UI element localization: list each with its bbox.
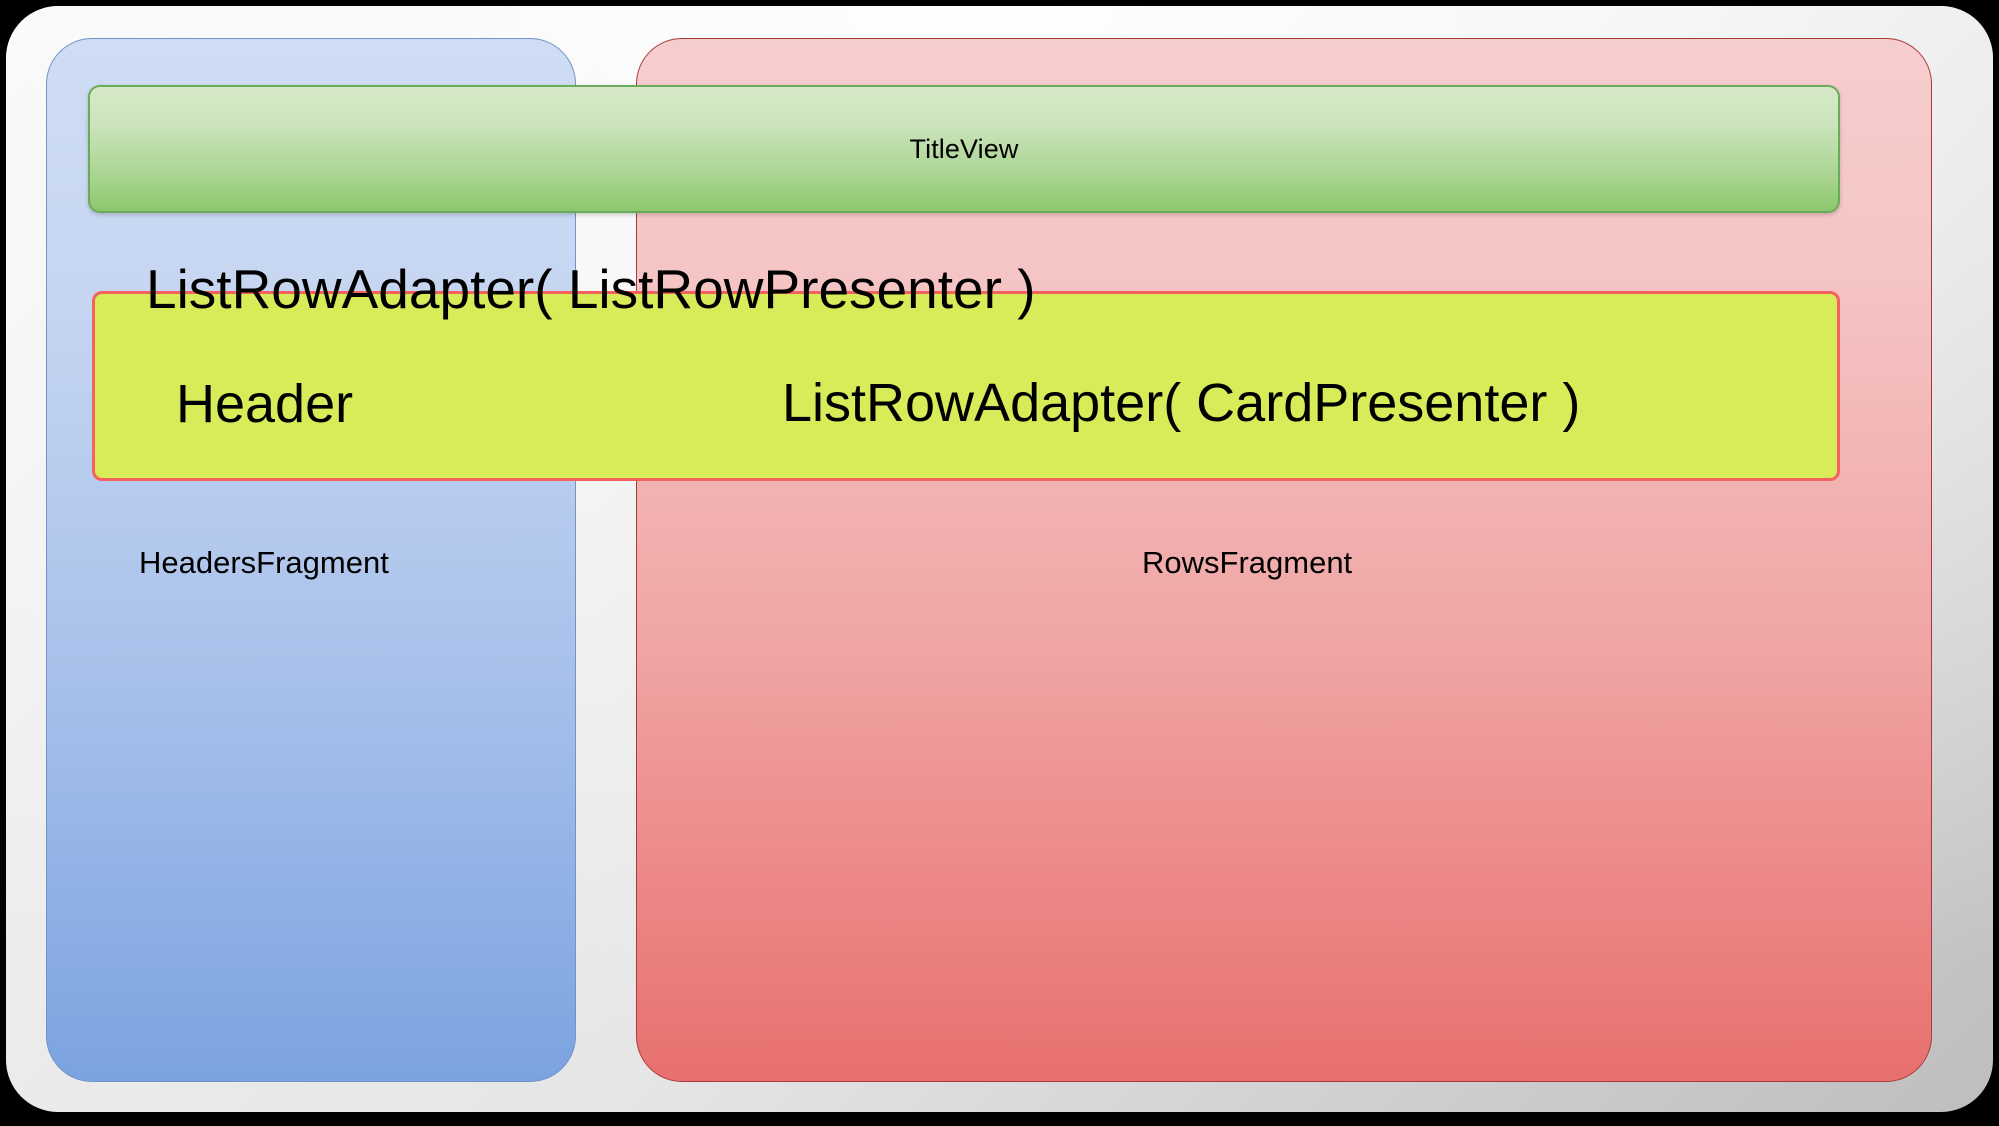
list-row-adapter-cardpresenter-label: ListRowAdapter( CardPresenter ) xyxy=(782,373,1581,433)
header-label: Header xyxy=(176,374,354,434)
title-view-label: TitleView xyxy=(909,133,1019,164)
title-view-box: TitleView xyxy=(88,85,1840,213)
headers-fragment-label: HeadersFragment xyxy=(139,545,389,580)
list-row-adapter-listrowpresenter-label: ListRowAdapter( ListRowPresenter ) xyxy=(146,258,1036,320)
list-row-adapter-band xyxy=(92,291,1840,481)
rows-fragment-label: RowsFragment xyxy=(1142,545,1353,580)
